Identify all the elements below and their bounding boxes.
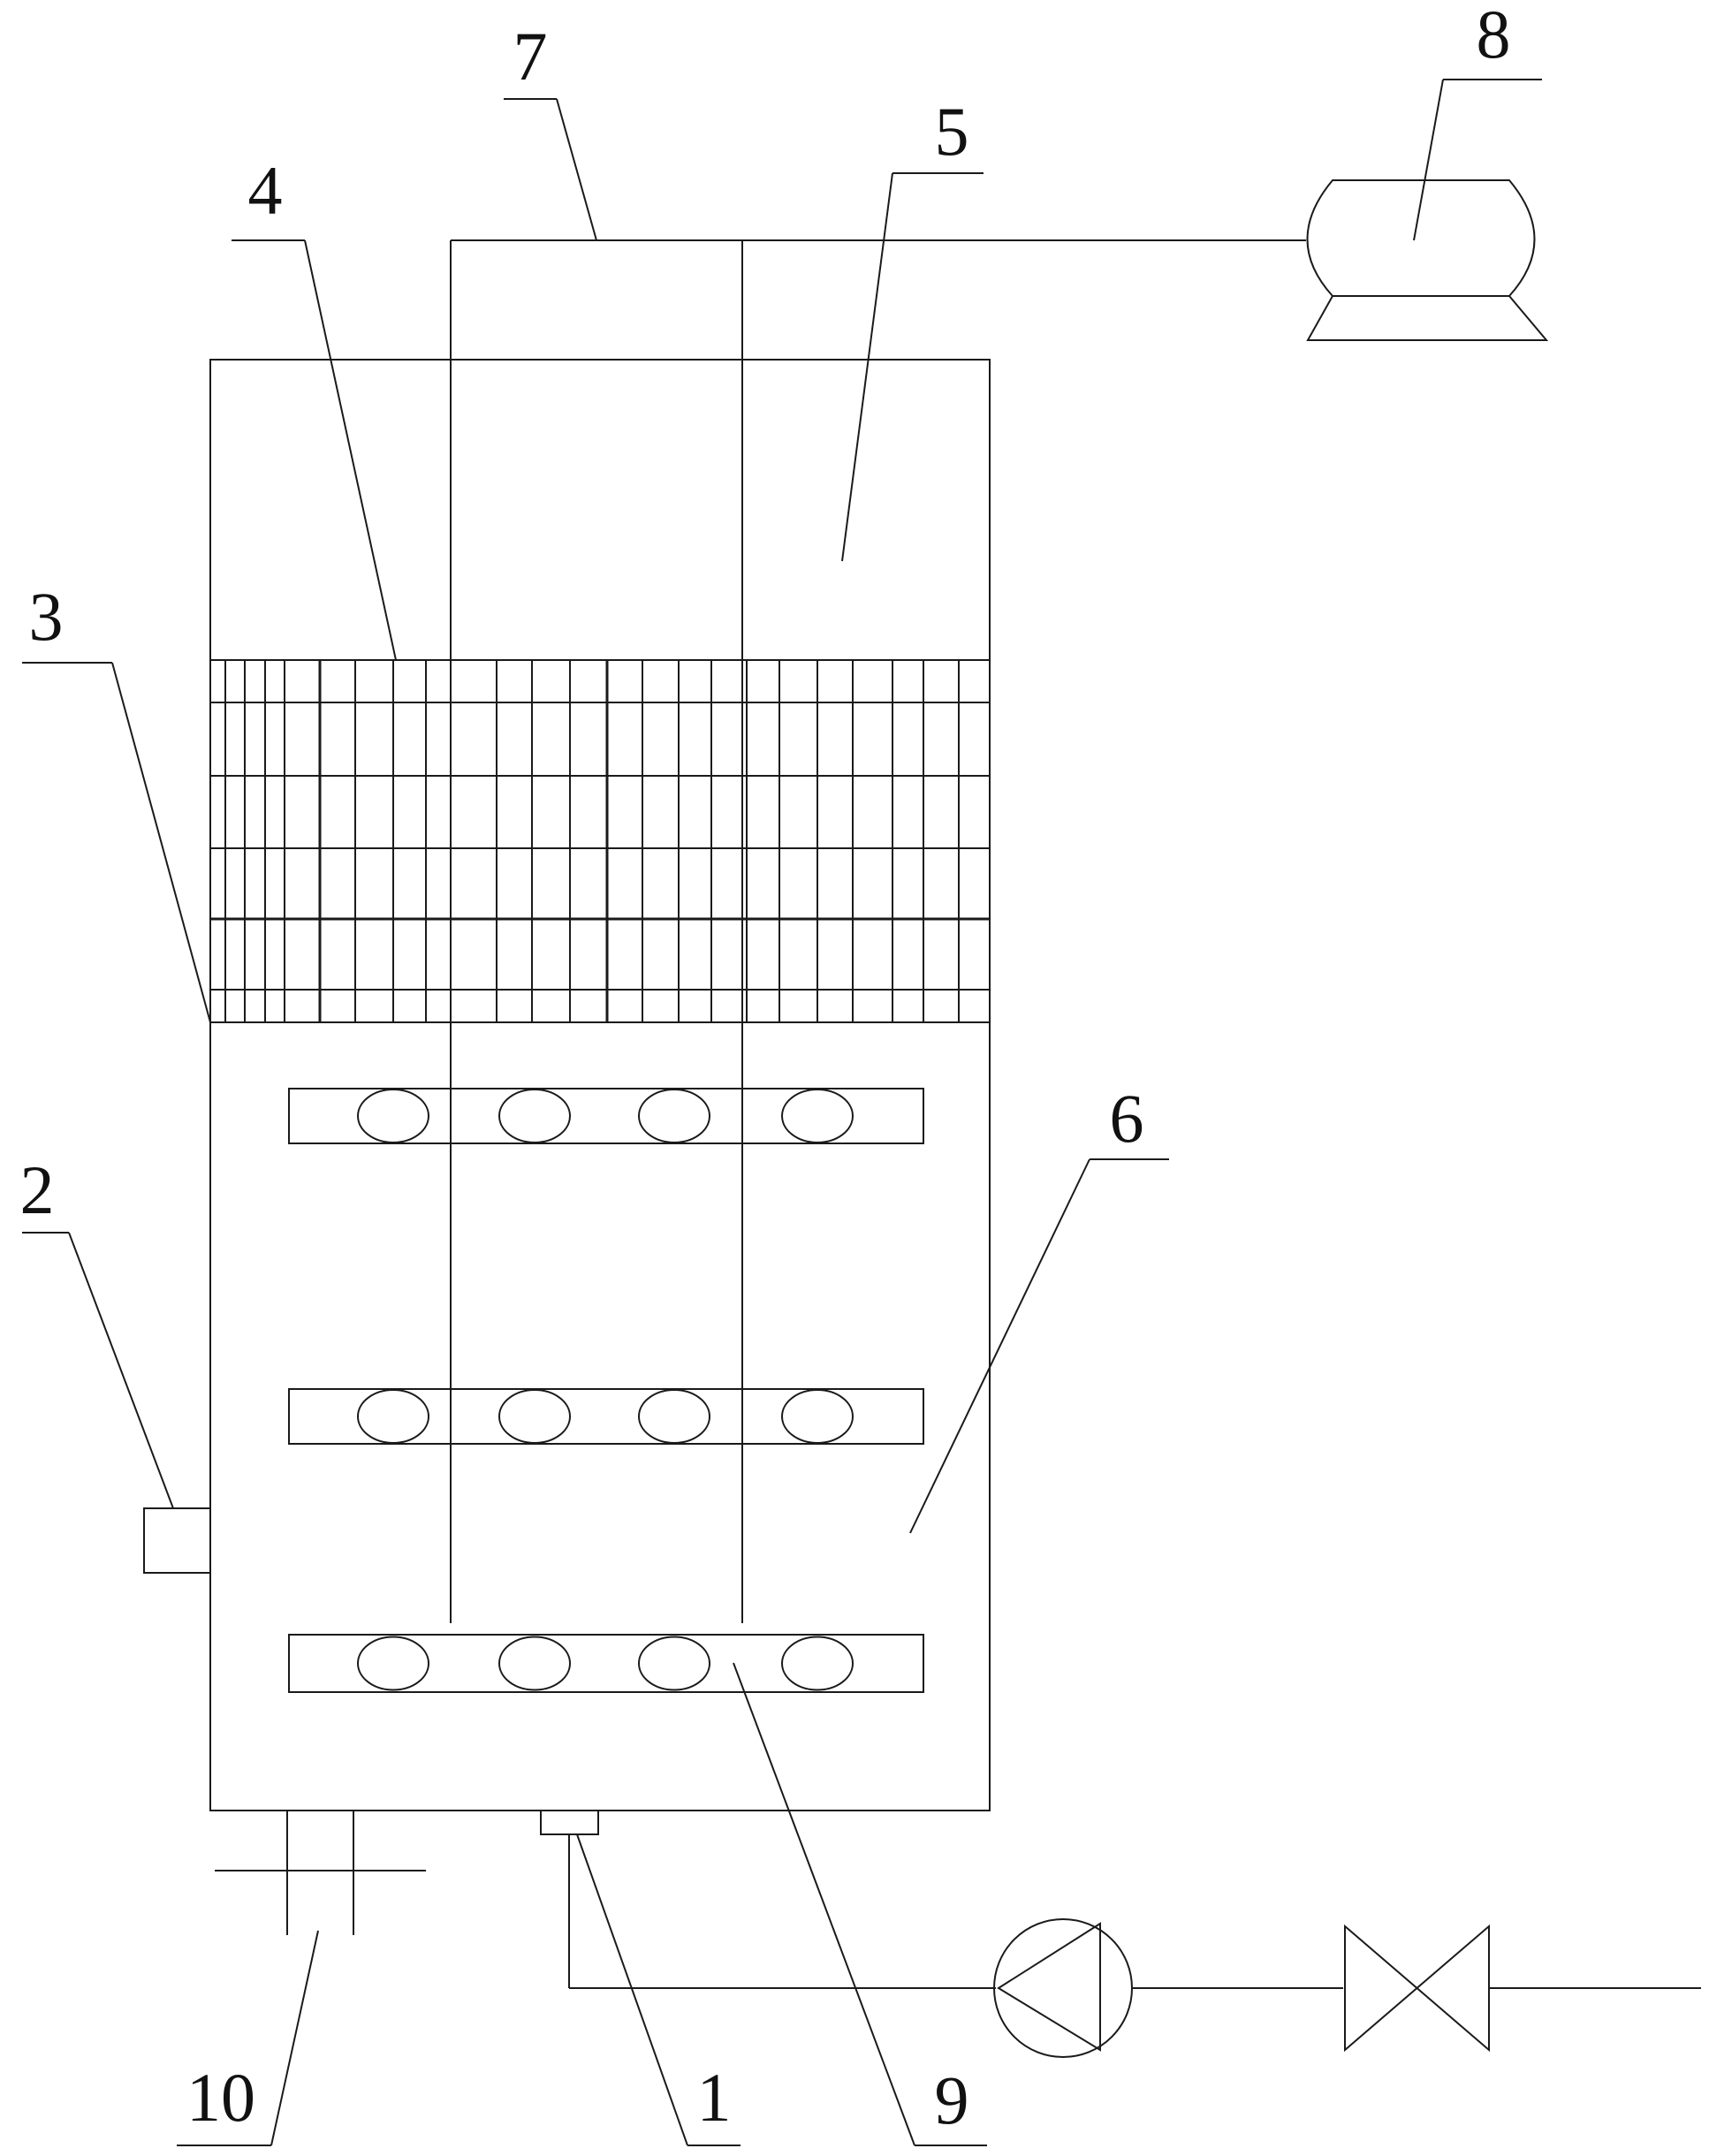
aerator-hole: [781, 1389, 854, 1444]
bottom-inlet: [540, 1810, 996, 1989]
aerator-hole: [498, 1089, 571, 1143]
aerator-bar: [288, 1388, 924, 1445]
label-7: 7: [513, 18, 548, 95]
aerator-hole: [357, 1636, 429, 1691]
blower: [1306, 179, 1549, 341]
label-2: 2: [20, 1151, 55, 1228]
aerator-hole: [357, 1389, 429, 1444]
label-6: 6: [1110, 1080, 1144, 1157]
part-labels: 1 2 3 4 5 6 7 8 9 10: [20, 0, 1511, 2138]
aerator-hole: [357, 1089, 429, 1143]
pump: [993, 1918, 1343, 2058]
aerator-hole: [638, 1089, 710, 1143]
aerator-hole: [498, 1389, 571, 1444]
air-pipe: [450, 239, 1306, 1623]
leader-lines: [22, 79, 1542, 2146]
filler-layer: [210, 659, 990, 1022]
label-1: 1: [697, 2059, 732, 2136]
label-10: 10: [186, 2059, 255, 2136]
side-inlet: [143, 1507, 211, 1574]
aerator-hole: [498, 1636, 571, 1691]
label-4: 4: [248, 152, 283, 229]
aerator-bar: [288, 1634, 924, 1693]
valve: [1344, 1924, 1701, 2053]
bottom-drain: [215, 1811, 426, 1935]
aerator-bar: [288, 1088, 924, 1144]
label-8: 8: [1477, 0, 1511, 72]
label-3: 3: [29, 578, 64, 655]
aerator-hole: [781, 1089, 854, 1143]
aerator-group: [288, 1088, 924, 1693]
tank-body: [209, 359, 991, 1811]
label-9: 9: [935, 2061, 969, 2138]
label-5: 5: [935, 93, 969, 170]
aerator-hole: [781, 1636, 854, 1691]
aerator-hole: [638, 1636, 710, 1691]
aerator-hole: [638, 1389, 710, 1444]
